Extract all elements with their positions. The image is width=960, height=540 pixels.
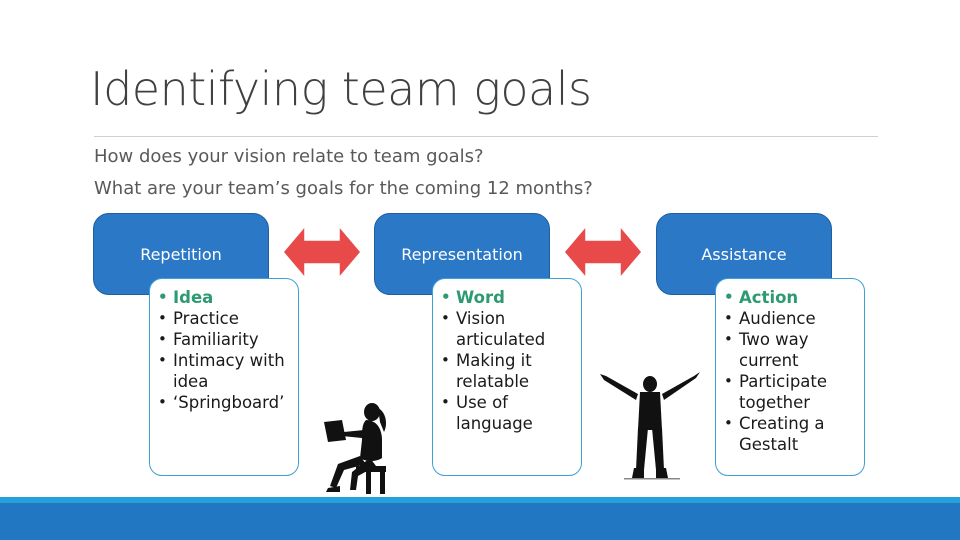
title-divider [94, 136, 878, 137]
content-box-representation: Word Vision articulated Making it relata… [432, 278, 582, 476]
double-arrow-icon [564, 223, 642, 281]
celebrating-person-silhouette [600, 372, 700, 480]
list-item: Practice [158, 308, 292, 329]
list-item: Audience [724, 308, 858, 329]
list-item: Creating a Gestalt [724, 413, 858, 455]
list-item: Word [441, 287, 575, 308]
bullet-list: Idea Practice Familiarity Intimacy with … [156, 287, 292, 413]
list-item: Two way current [724, 329, 858, 371]
list-item: Intimacy with idea [158, 350, 292, 392]
bullet-list: Action Audience Two way current Particip… [722, 287, 858, 455]
list-item: Familiarity [158, 329, 292, 350]
list-item: Action [724, 287, 858, 308]
heading-label: Repetition [140, 244, 222, 264]
footer-accent-stripe [0, 497, 960, 503]
content-box-assistance: Action Audience Two way current Particip… [715, 278, 865, 476]
heading-label: Assistance [701, 244, 787, 264]
reading-woman-silhouette [324, 403, 386, 494]
question-1: How does your vision relate to team goal… [94, 146, 484, 167]
double-arrow-icon [283, 223, 361, 281]
bullet-list: Word Vision articulated Making it relata… [439, 287, 575, 434]
list-item: ‘Springboard’ [158, 392, 292, 413]
slide-title: Identifying team goals [90, 62, 592, 116]
list-item: Participate together [724, 371, 858, 413]
heading-label: Representation [401, 244, 523, 264]
list-item: Idea [158, 287, 292, 308]
content-box-repetition: Idea Practice Familiarity Intimacy with … [149, 278, 299, 476]
list-item: Use of language [441, 392, 575, 434]
footer-bar [0, 503, 960, 540]
list-item: Making it relatable [441, 350, 575, 392]
question-2: What are your team’s goals for the comin… [94, 178, 593, 199]
list-item: Vision articulated [441, 308, 575, 350]
